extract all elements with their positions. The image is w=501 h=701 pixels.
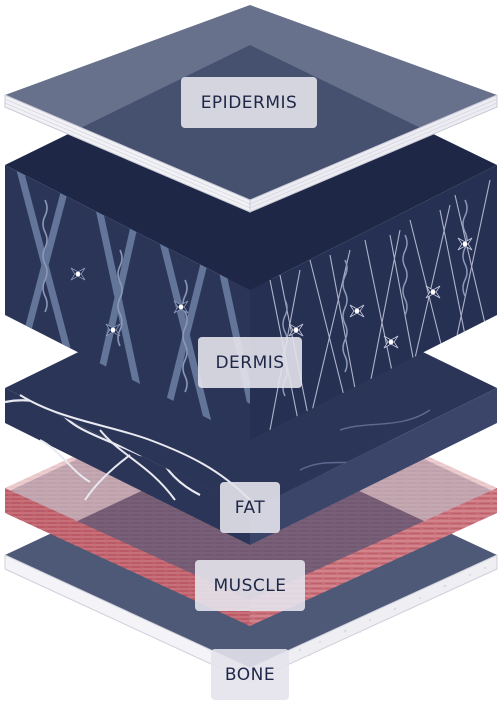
svg-text:FAT: FAT (235, 498, 266, 518)
svg-text:BONE: BONE (225, 665, 275, 685)
svg-text:MUSCLE: MUSCLE (214, 576, 287, 596)
label-dermis: DERMIS (198, 337, 302, 388)
label-fat: FAT (220, 482, 280, 533)
svg-text:DERMIS: DERMIS (215, 353, 284, 373)
cell-icon (70, 237, 473, 349)
label-muscle: MUSCLE (195, 560, 305, 611)
label-bone: BONE (211, 649, 289, 700)
dermis-right-fibers (269, 179, 491, 431)
svg-text:EPIDERMIS: EPIDERMIS (201, 93, 298, 113)
label-epidermis: EPIDERMIS (181, 77, 317, 128)
